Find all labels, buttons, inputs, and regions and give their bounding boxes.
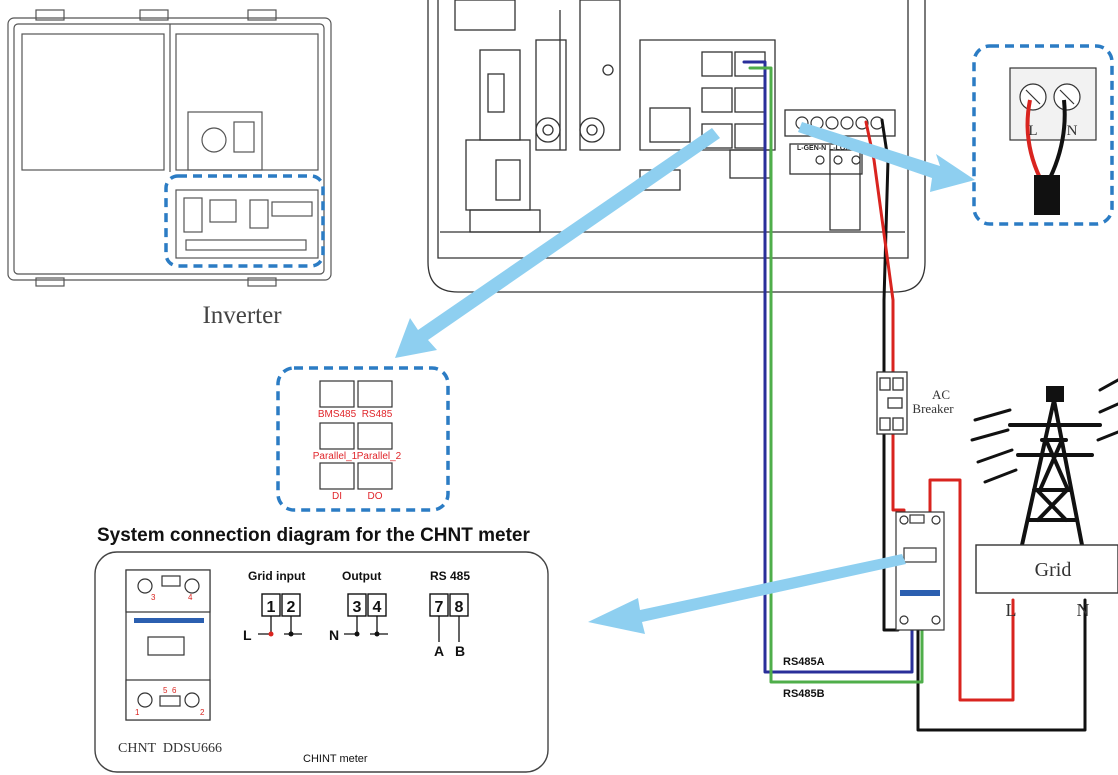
rs485-line-A: A [434, 643, 444, 659]
port-highlight-box [276, 366, 450, 512]
zoom-highlight-box [972, 44, 1114, 226]
terminal-label-load: L-LOAD-N [829, 145, 863, 152]
terminal-3: 3 [353, 599, 362, 616]
grid-input-line-L: L [243, 627, 252, 643]
callout-arrows [395, 122, 975, 634]
meter-bottom-terminal-6: 6 [172, 686, 177, 695]
inverter-highlight-box [164, 174, 325, 268]
wire-red-grid [928, 478, 1015, 702]
breaker-label-line1: AC [932, 387, 950, 402]
meter-device-small [895, 511, 945, 631]
section-title: System connection diagram for the CHNT m… [97, 525, 530, 546]
terminal-label-gen: L-GEN-N [797, 145, 826, 152]
power-tower-icon [970, 378, 1118, 547]
group-title-rs485: RS 485 [430, 569, 470, 583]
breaker-label-line2: Breaker [912, 401, 954, 416]
port-label-parallel1: Parallel_1 [313, 451, 358, 462]
port-label-bms485: BMS485 [318, 409, 357, 420]
rs485a-label: RS485A [783, 656, 825, 668]
terminal-1: 1 [267, 599, 276, 616]
meter-caption: CHINT meter [303, 753, 368, 765]
meter-top-terminal-3: 3 [151, 593, 156, 602]
terminal-lines [258, 616, 460, 642]
meter-device-large [125, 569, 211, 721]
terminal-7: 7 [435, 599, 444, 616]
meter-bottom-terminal-1: 1 [135, 708, 140, 717]
grid-label: Grid [1035, 559, 1072, 581]
grid-box [975, 544, 1118, 594]
grid-line-L: L [1006, 600, 1017, 620]
grid-line-N: N [1077, 600, 1090, 620]
zoom-terminal-N: N [1067, 123, 1078, 139]
terminal-4: 4 [373, 599, 382, 616]
port-label-parallel2: Parallel_2 [357, 451, 402, 462]
port-zoom [319, 380, 393, 490]
terminal-2: 2 [287, 599, 296, 616]
zoom-ac-terminal [1009, 67, 1097, 215]
meter-bottom-terminal-5: 5 [163, 686, 168, 695]
meter-bottom-terminal-2: 2 [200, 708, 205, 717]
wire-rs485a-blue [742, 60, 914, 674]
terminal-8: 8 [455, 599, 464, 616]
inverter-wiring-bay [427, 0, 926, 293]
port-label-di: DI [332, 491, 342, 502]
zoom-terminal-L: L [1028, 123, 1037, 139]
group-title-grid-input: Grid input [248, 569, 305, 583]
terminal-dots [268, 631, 380, 637]
arrow-to-meter-panel [588, 554, 906, 634]
ac-breaker [876, 371, 908, 435]
wire-black-grid [916, 598, 1087, 732]
inverter-label: Inverter [202, 302, 282, 329]
inverter-overview-image [7, 9, 332, 287]
meter-top-terminal-4: 4 [188, 593, 193, 602]
rs485b-label: RS485B [783, 688, 825, 700]
wire-rs485b-green [748, 66, 924, 684]
wiring [742, 60, 1087, 732]
output-line-N: N [329, 627, 339, 643]
meter-model-label: CHNT DDSU666 [118, 741, 222, 756]
rs485-line-B: B [455, 643, 465, 659]
arrow-to-ports [395, 128, 720, 358]
terminal-boxes [261, 593, 469, 617]
group-title-output: Output [342, 569, 381, 583]
port-label-do: DO [368, 491, 383, 502]
port-label-rs485: RS485 [362, 409, 393, 420]
arrow-to-ac-zoom [798, 122, 975, 192]
